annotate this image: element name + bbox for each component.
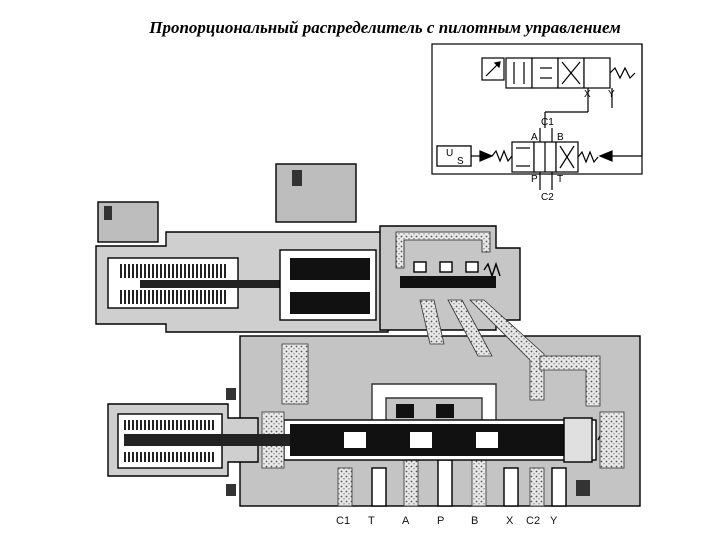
amp-label-s: S bbox=[457, 156, 464, 167]
label-c1: C1 bbox=[541, 117, 554, 128]
amplifier-box bbox=[436, 145, 472, 167]
port-label-c1: C1 bbox=[336, 515, 350, 527]
port-label-p: P bbox=[437, 515, 444, 527]
port-label-y: Y bbox=[550, 515, 558, 527]
main-spool bbox=[290, 424, 580, 456]
label-c2: C2 bbox=[541, 192, 554, 203]
label-b: B bbox=[557, 132, 564, 143]
port-label-a: A bbox=[402, 515, 410, 527]
page-title: Пропорциональный распределитель с пилотн… bbox=[149, 18, 621, 37]
pilot-valve-section bbox=[95, 163, 521, 333]
port-label-t: T bbox=[368, 515, 375, 527]
hydraulic-schematic: X Y C1 A B P T C2 bbox=[431, 43, 643, 203]
pilot-valve-symbol bbox=[481, 57, 636, 89]
port-labels: C1 T A P B X C2 Y bbox=[336, 515, 558, 527]
main-valve-section bbox=[107, 299, 641, 507]
amp-label-u: U bbox=[446, 148, 453, 159]
label-p: P bbox=[531, 174, 538, 185]
port-label-b: B bbox=[471, 515, 478, 527]
label-t: T bbox=[557, 174, 563, 185]
port-label-c2: C2 bbox=[526, 515, 540, 527]
label-a: A bbox=[531, 132, 538, 143]
port-label-x: X bbox=[506, 515, 514, 527]
connector-upper bbox=[275, 163, 357, 223]
